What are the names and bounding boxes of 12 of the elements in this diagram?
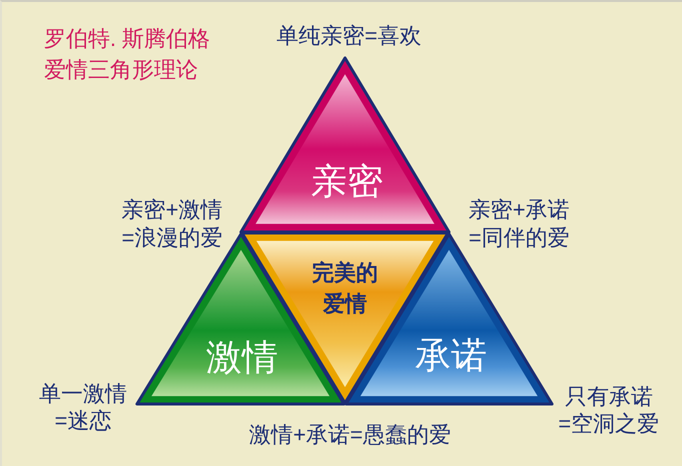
annotation-text: 只有承诺=空洞之爱 — [558, 383, 660, 437]
triangle-label: 完美的爱情 — [311, 259, 379, 318]
annotation-text: 单一激情=迷恋 — [38, 380, 128, 434]
annotation-text: 亲密+承诺=同伴的爱 — [468, 196, 570, 252]
title: 罗伯特. 斯腾伯格爱情三角形理论 — [44, 24, 212, 84]
annotation-text: 单纯亲密=喜欢 — [276, 22, 422, 50]
triangle-label: 激情 — [206, 336, 278, 380]
triangle-label: 亲密 — [311, 160, 383, 204]
annotation-text: 激情+承诺=愚蠢的爱 — [249, 421, 451, 449]
triangle-label: 承诺 — [415, 334, 487, 378]
annotation-text: 亲密+激情=浪漫的爱 — [120, 196, 224, 252]
triangle — [238, 55, 452, 235]
